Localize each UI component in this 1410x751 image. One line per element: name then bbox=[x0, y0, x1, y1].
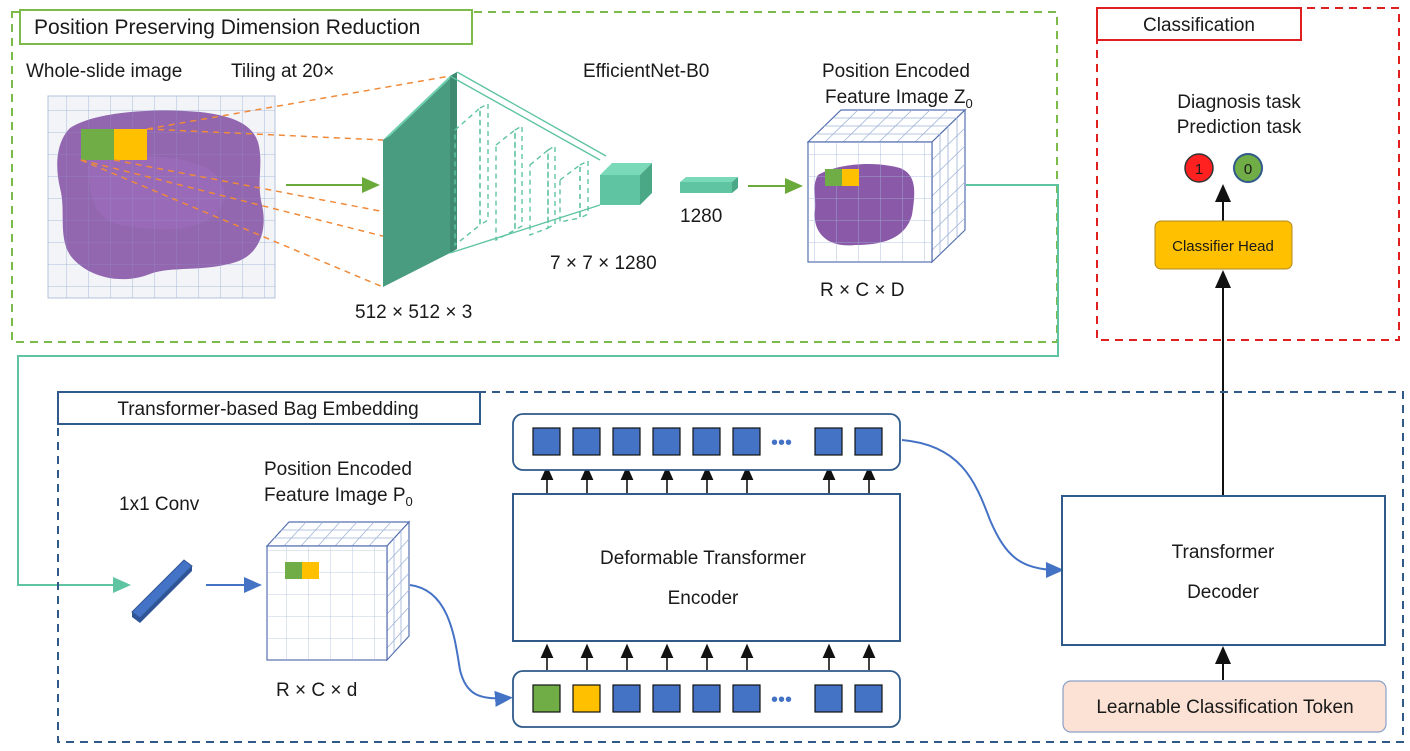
output-token bbox=[532, 427, 561, 456]
pef-p-subscript: 0 bbox=[406, 494, 413, 509]
input-to-encoder-arrows bbox=[540, 643, 876, 670]
dim-reduction-frame bbox=[11, 11, 1058, 343]
classification-frame bbox=[1096, 7, 1400, 341]
classifier-head-box bbox=[1154, 220, 1293, 270]
pef-z-line2-main: Feature Image Z bbox=[825, 87, 966, 108]
tile-dim-label: 512 × 512 × 3 bbox=[355, 302, 472, 323]
feat-dim-label: 7 × 7 × 1280 bbox=[550, 253, 657, 274]
input-token bbox=[814, 684, 843, 713]
output-token bbox=[732, 427, 761, 456]
dim-reduction-title: Position Preserving Dimension Reduction bbox=[34, 16, 420, 39]
classifier-head-label: Classifier Head bbox=[1172, 238, 1274, 255]
bag-embedding-title: Transformer-based Bag Embedding bbox=[117, 399, 418, 420]
encoder-to-decoder-curve bbox=[901, 439, 1064, 578]
input-token bbox=[652, 684, 681, 713]
output-token bbox=[612, 427, 641, 456]
input-token bbox=[532, 684, 561, 713]
rcd-upper-label: R × C × D bbox=[820, 280, 904, 301]
output-token bbox=[652, 427, 681, 456]
input-token bbox=[732, 684, 761, 713]
rcd-lower-label: R × C × d bbox=[276, 680, 357, 701]
feature-cube-z bbox=[806, 108, 967, 264]
encoder-line1: Deformable Transformer bbox=[600, 548, 807, 569]
output-1-label: 1 bbox=[1195, 161, 1203, 178]
feature-cube-p bbox=[265, 520, 411, 662]
input-token bbox=[612, 684, 641, 713]
encoder-box bbox=[512, 493, 901, 642]
output-circle-1 bbox=[1184, 153, 1214, 183]
input-token bbox=[572, 684, 601, 713]
task1-label: Diagnosis task bbox=[1177, 92, 1301, 113]
pef-z-subscript: 0 bbox=[965, 96, 972, 111]
conv-bar-icon bbox=[131, 559, 193, 623]
input-ellipsis: ••• bbox=[771, 689, 792, 711]
dim-reduction-title-box bbox=[19, 9, 473, 45]
tiling-label: Tiling at 20× bbox=[231, 61, 334, 82]
efficientnet-layers-icon bbox=[383, 71, 738, 287]
input-token bbox=[692, 684, 721, 713]
learnable-token-box bbox=[1062, 680, 1387, 733]
classification-title-box bbox=[1096, 7, 1302, 41]
bag-embedding-title-box bbox=[57, 391, 481, 425]
z-to-conv-connector bbox=[17, 184, 1059, 593]
output-token bbox=[854, 427, 883, 456]
output-tokens bbox=[532, 427, 883, 456]
wsi-label: Whole-slide image bbox=[26, 61, 182, 82]
decoder-line1: Transformer bbox=[1172, 542, 1275, 563]
input-token bbox=[854, 684, 883, 713]
encoder-line2: Encoder bbox=[668, 588, 739, 609]
tile-projection-lines bbox=[80, 75, 451, 288]
pef-p-line2-main: Feature Image P bbox=[264, 485, 406, 506]
pef-z-line1: Position Encoded bbox=[822, 61, 970, 82]
output-token bbox=[572, 427, 601, 456]
output-0-label: 0 bbox=[1244, 161, 1252, 178]
output-token bbox=[814, 427, 843, 456]
encoder-to-output-arrows bbox=[540, 465, 876, 493]
decoder-line2: Decoder bbox=[1187, 582, 1259, 603]
output-circle-0 bbox=[1233, 153, 1263, 183]
classification-title: Classification bbox=[1143, 15, 1255, 36]
learnable-token-label: Learnable Classification Token bbox=[1096, 697, 1353, 718]
wsi-tissue-icon bbox=[47, 95, 276, 299]
feature-to-tokens-curve bbox=[409, 584, 513, 707]
bag-embedding-frame bbox=[57, 391, 1404, 743]
pef-p-line1: Position Encoded bbox=[264, 459, 412, 480]
conv-label: 1x1 Conv bbox=[119, 494, 200, 515]
input-tokens bbox=[532, 684, 883, 713]
pef-p-line2: Feature Image P0 bbox=[264, 485, 413, 509]
output-token bbox=[692, 427, 721, 456]
task2-label: Prediction task bbox=[1177, 117, 1302, 138]
output-ellipsis: ••• bbox=[771, 432, 792, 454]
decoder-box bbox=[1061, 495, 1386, 646]
vec-dim-label: 1280 bbox=[680, 206, 722, 227]
pef-z-line2: Feature Image Z0 bbox=[825, 87, 973, 111]
effnet-label: EfficientNet-B0 bbox=[583, 61, 709, 82]
